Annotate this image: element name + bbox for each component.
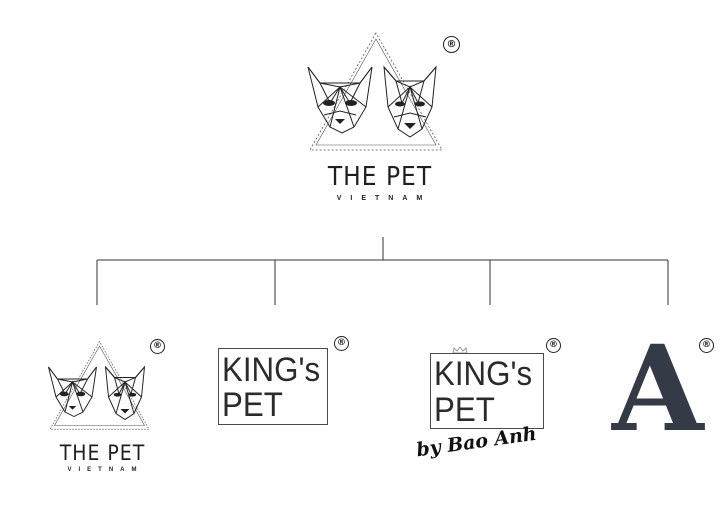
parent-logo: ® THE PET VIETNAM bbox=[290, 25, 470, 210]
brand-subtitle: VIETNAM bbox=[67, 467, 144, 473]
registered-mark: ® bbox=[150, 339, 165, 354]
logo-line-2: PET bbox=[434, 391, 495, 429]
registered-mark: ® bbox=[699, 338, 714, 353]
registered-mark: ® bbox=[443, 36, 460, 53]
brand-name: THE PET bbox=[327, 162, 433, 192]
child-logo-kings-pet-bao-anh: KING's PET ® by Bao Anh bbox=[408, 335, 573, 470]
crown-icon bbox=[452, 346, 468, 354]
registered-mark: ® bbox=[546, 338, 561, 353]
logo-frame: KING's PET bbox=[430, 353, 544, 429]
a-logo-mark: A bbox=[612, 319, 704, 458]
child-logo-kings-pet: KING's PET ® bbox=[215, 335, 355, 435]
child-logo-the-pet: ® THE PET VIETNAM bbox=[35, 333, 170, 473]
child-logo-a-mark: A ® bbox=[608, 319, 726, 458]
registered-mark: ® bbox=[334, 336, 349, 351]
logo-line-1: KING's bbox=[434, 355, 533, 393]
logo-line-1: KING's bbox=[222, 351, 321, 389]
cat-and-dog-geometric-icon bbox=[307, 32, 443, 151]
brand-name: THE PET bbox=[59, 441, 146, 465]
brand-subtitle: VIETNAM bbox=[336, 195, 432, 202]
logo-line-2: PET bbox=[222, 386, 283, 424]
logo-frame: KING's PET bbox=[218, 348, 328, 425]
cat-and-dog-geometric-icon bbox=[48, 340, 150, 430]
